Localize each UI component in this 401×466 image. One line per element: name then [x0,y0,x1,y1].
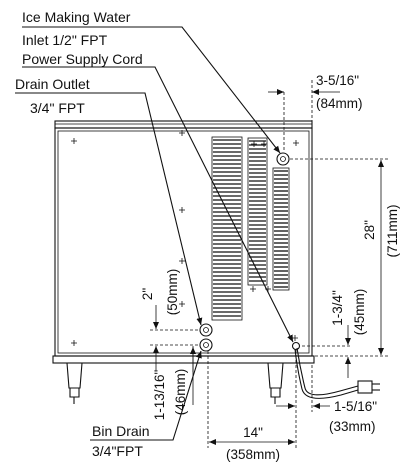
dim-cord-height-mm: (45mm) [352,289,367,336]
water-inlet-fitting [276,152,290,166]
dim-drain-spacing-mm: (50mm) [165,269,180,316]
label-water-inlet-size: Inlet 1/2" FPT [22,32,108,48]
label-ice-making-water: Ice Making Water [22,9,131,25]
dim-cord-offset-mm: (33mm) [329,419,376,434]
screw-marks [71,130,299,346]
power-supply-cord [291,341,380,399]
bin-drain-fitting [199,338,213,352]
dim-height-in: 28" [362,220,377,240]
louver-column [211,136,243,321]
legs [66,362,284,404]
louver-column [247,137,268,286]
label-bin-drain: Bin Drain [92,423,150,439]
dim-width-mm: (358mm) [226,447,280,462]
dim-height-mm: (711mm) [385,204,400,257]
dim-bin-drain-height-in: 1-13/16" [152,370,167,421]
vent-louvers [211,136,290,321]
dim-cord-height-in: 1-3/4" [330,290,345,326]
dim-cord-offset-in: 1-5/16" [334,399,377,414]
drain-outlet-fitting [199,323,213,337]
dim-inlet-offset-in: 3-5/16" [316,73,359,88]
dim-drain-spacing-in: 2" [140,288,155,301]
dimension-labels: 3-5/16" (84mm) 28" (711mm) 1-3/4" (45mm)… [140,73,400,462]
label-bin-drain-size: 3/4"FPT [92,443,143,459]
dim-width-in: 14" [243,425,263,440]
dim-inlet-offset-mm: (84mm) [316,96,363,111]
cabinet [52,120,315,364]
label-drain-outlet: Drain Outlet [15,76,90,92]
dim-bin-drain-height-mm: (46mm) [173,369,188,416]
louver-column [272,167,290,291]
label-drain-outlet-size: 3/4" FPT [30,100,85,116]
callout-labels: Ice Making Water Inlet 1/2" FPT Power Su… [15,9,150,459]
dimension-lines [150,80,388,448]
label-power-supply-cord: Power Supply Cord [22,51,143,67]
leader-lines [15,26,294,441]
